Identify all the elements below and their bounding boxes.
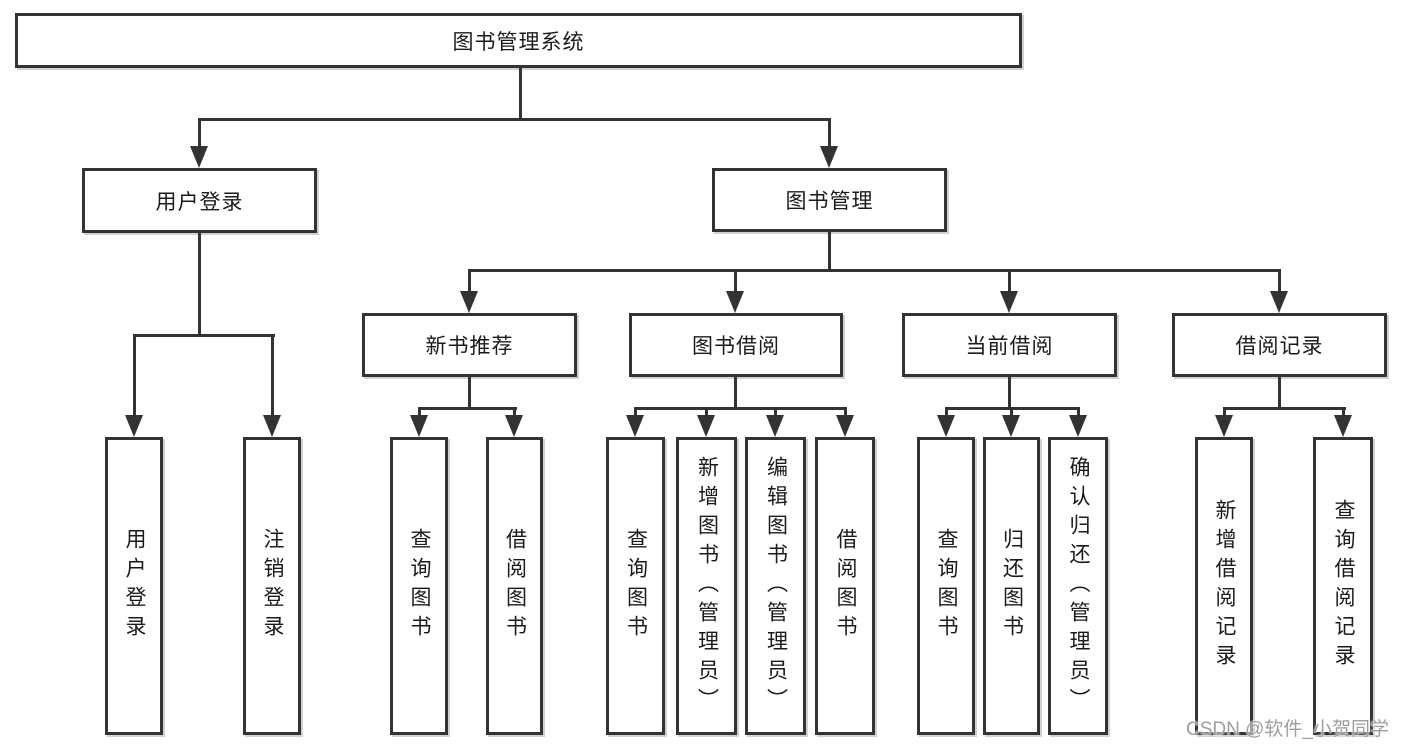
leaf-bb-borrow-books-label: 借阅图书 [834,528,857,644]
connector-to-nbr-borrow [513,407,516,419]
connector-to-br-query [1342,407,1345,419]
connector-book-management-stub [828,232,831,271]
connector-to-new-book-recommend [468,269,471,293]
leaf-cb-query-books-label: 查询图书 [935,528,958,644]
node-book-borrow-label: 图书借阅 [692,335,780,358]
leaf-cb-confirm-return: 确认归还（管理员） [1048,437,1108,735]
connector-cb-stub [1008,377,1011,409]
leaf-cb-return-books: 归还图书 [983,437,1040,735]
leaf-nbr-borrow-books-label: 借阅图书 [503,528,527,644]
connector-root-hline [198,118,831,121]
leaf-nbr-query-books-label: 查询图书 [408,528,431,644]
connector-to-leaf-user-login [133,334,136,417]
arrowhead-to-cb-query [937,415,955,437]
connector-to-bb-add [705,407,708,419]
leaf-bb-add-books: 新增图书（管理员） [676,437,737,735]
leaf-logout-label: 注销登录 [261,528,284,644]
leaf-bb-query-books: 查询图书 [606,437,665,735]
connector-br-stub [1278,377,1281,409]
arrowhead-to-leaf-user-login [125,415,143,437]
watermark: CSDN @软件_小贺同学 [1186,719,1389,740]
arrowhead-to-cb-return [1002,415,1020,437]
node-root-label: 图书管理系统 [452,30,585,54]
leaf-br-add-record-label: 新增借阅记录 [1213,499,1236,673]
connector-bb-hline [634,407,847,410]
leaf-user-login-label: 用户登录 [123,528,146,644]
connector-to-cb-query [945,407,948,419]
connector-user-login-hline [133,334,275,337]
arrowhead-to-new-book-recommend [460,291,478,313]
node-root: 图书管理系统 [15,13,1022,68]
connector-book-management-hline [468,269,1281,272]
leaf-br-query-record: 查询借阅记录 [1313,437,1373,735]
connector-nbr-stub [468,377,471,409]
arrowhead-to-cb-confirm [1069,415,1087,437]
leaf-nbr-query-books: 查询图书 [390,437,448,735]
connector-to-bb-query [634,407,637,419]
connector-nbr-hline [418,407,517,410]
arrowhead-to-bb-edit [766,415,784,437]
arrowhead-to-br-query [1334,415,1352,437]
arrowhead-to-nbr-borrow [505,415,523,437]
arrowhead-to-current-borrow [1000,291,1018,313]
connector-to-bb-edit [774,407,777,419]
leaf-br-query-record-label: 查询借阅记录 [1332,499,1355,673]
leaf-br-add-record: 新增借阅记录 [1195,437,1253,735]
leaf-bb-borrow-books: 借阅图书 [815,437,875,735]
arrowhead-to-user-login [190,146,208,168]
connector-to-leaf-logout [271,334,274,417]
arrowhead-to-book-management [820,146,838,168]
leaf-bb-add-books-label: 新增图书（管理员） [695,455,719,717]
connector-br-hline [1223,407,1346,410]
connector-to-cb-confirm [1077,407,1080,419]
node-new-book-recommend: 新书推荐 [362,313,577,377]
arrowhead-to-bb-add [697,415,715,437]
node-borrow-records-label: 借阅记录 [1235,335,1324,358]
connector-to-current-borrow [1008,269,1011,293]
arrowhead-to-bb-borrow [836,415,854,437]
leaf-bb-edit-books-label: 编辑图书（管理员） [764,455,788,717]
leaf-cb-confirm-return-label: 确认归还（管理员） [1067,455,1090,717]
node-book-management-label: 图书管理 [785,190,874,213]
node-current-borrow-label: 当前借阅 [965,335,1054,358]
connector-root-stub [519,68,522,120]
leaf-bb-query-books-label: 查询图书 [624,528,648,644]
connector-to-cb-return [1010,407,1013,419]
node-user-login: 用户登录 [82,168,317,233]
leaf-nbr-borrow-books: 借阅图书 [486,437,543,735]
node-current-borrow: 当前借阅 [902,313,1117,377]
leaf-logout: 注销登录 [243,437,301,735]
node-book-management: 图书管理 [712,168,947,232]
node-borrow-records: 借阅记录 [1172,313,1387,377]
node-user-login-label: 用户登录 [155,190,244,214]
connector-to-nbr-query [418,407,421,419]
connector-to-borrow-records [1278,269,1281,293]
leaf-bb-edit-books: 编辑图书（管理员） [745,437,806,735]
arrowhead-to-bb-query [626,415,644,437]
node-new-book-recommend-label: 新书推荐 [425,335,514,358]
leaf-user-login: 用户登录 [105,437,163,735]
connector-to-user-login [198,118,201,148]
connector-user-login-stub [198,233,201,336]
connector-to-bb-borrow [844,407,847,419]
arrowhead-to-leaf-logout [263,415,281,437]
arrowhead-to-br-add [1215,415,1233,437]
connector-bb-stub [734,377,737,409]
leaf-cb-query-books: 查询图书 [917,437,975,735]
connector-to-book-management [828,118,831,148]
connector-to-br-add [1223,407,1226,419]
node-book-borrow: 图书借阅 [629,313,843,377]
arrowhead-to-nbr-query [410,415,428,437]
connector-to-book-borrow [734,269,737,293]
leaf-cb-return-books-label: 归还图书 [1000,528,1024,644]
arrowhead-to-book-borrow [726,291,744,313]
arrowhead-to-borrow-records [1270,291,1288,313]
